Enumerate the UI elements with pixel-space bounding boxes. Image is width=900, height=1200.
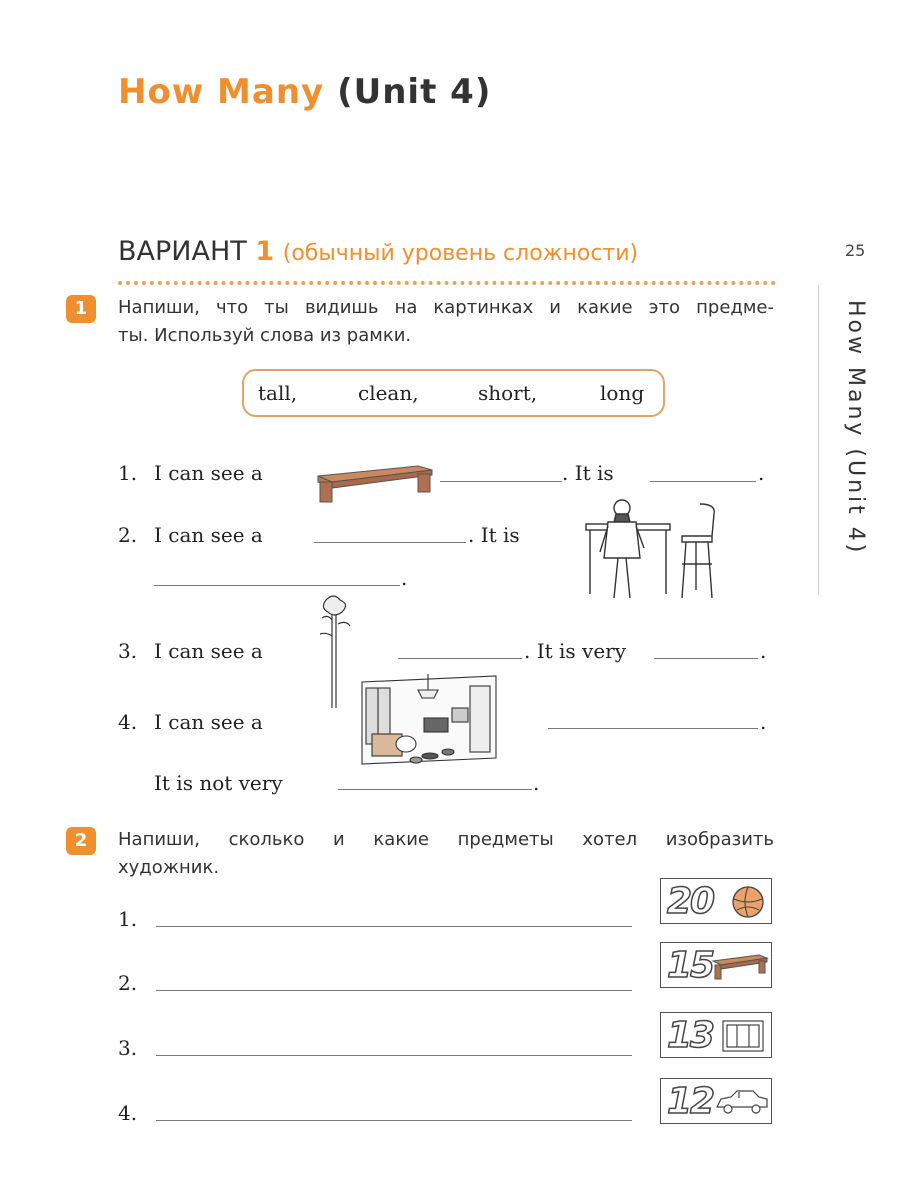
variant-note: (обычный уровень сложности)	[282, 241, 639, 266]
word-box: tall, clean, short, long	[242, 369, 665, 417]
item1-mid: . It is	[562, 461, 614, 485]
bench-icon	[711, 954, 769, 980]
item4-start: I can see a	[154, 710, 263, 734]
page-number: 25	[845, 241, 866, 260]
item2-end: .	[401, 566, 408, 590]
item3-mid: . It is very	[524, 639, 627, 663]
task2-row1-picture: 20	[660, 878, 772, 924]
item2-mid: . It is	[468, 523, 520, 547]
task2-badge: 2	[66, 827, 96, 855]
item3-number: 3.	[118, 639, 138, 663]
task2-row1-blank[interactable]	[156, 926, 632, 927]
title-unit: (Unit 4)	[337, 72, 492, 112]
page-title: How Many (Unit 4)	[118, 72, 491, 112]
task2-row2-number: 2.	[118, 971, 138, 995]
dotted-divider	[118, 281, 776, 285]
item2-blank-2[interactable]	[154, 585, 400, 586]
item1-start: I can see a	[154, 461, 263, 485]
car-icon	[716, 1090, 768, 1114]
task2-row2-count: 15	[666, 944, 716, 987]
word-long: long	[600, 381, 645, 405]
task2-instruction-line1: Напиши, сколько и какие предметы хотел и…	[118, 829, 774, 850]
word-short: short,	[478, 381, 538, 405]
task2-row2-blank[interactable]	[156, 990, 632, 991]
task2-row3-number: 3.	[118, 1036, 138, 1060]
variant-number: 1	[255, 236, 275, 267]
task2-row4-count: 12	[666, 1080, 716, 1123]
tall-tree-icon	[319, 595, 351, 708]
task2-row3-blank[interactable]	[156, 1055, 632, 1056]
item4-number: 4.	[118, 710, 138, 734]
window-icon	[722, 1020, 764, 1052]
item3-blank-2[interactable]	[654, 658, 758, 659]
task2-row3-picture: 13	[660, 1012, 772, 1058]
variant-heading: ВАРИАНТ 1 (обычный уровень сложности)	[118, 236, 638, 267]
item2-blank-1[interactable]	[314, 542, 466, 543]
item3-end: .	[760, 639, 767, 663]
side-title-text: How Many (Unit 4)	[843, 300, 868, 556]
item1-blank-1[interactable]	[440, 481, 562, 482]
item4-blank-2[interactable]	[338, 789, 532, 790]
word-clean: clean,	[358, 381, 419, 405]
item4-end2: .	[533, 771, 540, 795]
task2-row3-count: 13	[666, 1014, 716, 1057]
item4-end: .	[760, 710, 767, 734]
side-divider	[818, 285, 819, 595]
task1-badge: 1	[66, 295, 96, 323]
task2-row1-count: 20	[666, 880, 716, 923]
item1-end: .	[758, 461, 765, 485]
item4-line2: It is not very	[154, 771, 283, 795]
variant-label: ВАРИАНТ	[118, 236, 247, 267]
task2-row1-number: 1.	[118, 907, 138, 931]
title-how-many: How Many	[118, 72, 325, 112]
man-table-chair-icon	[585, 499, 715, 599]
item4-blank-1[interactable]	[548, 728, 758, 729]
item2-start: I can see a	[154, 523, 263, 547]
task2-row4-number: 4.	[118, 1101, 138, 1125]
task2-row4-picture: 12	[660, 1078, 772, 1124]
task2-instruction-line2: художник.	[118, 857, 220, 878]
task1-instruction-line1: Напиши, что ты видишь на картинках и как…	[118, 297, 774, 318]
item1-number: 1.	[118, 461, 138, 485]
messy-room-icon	[361, 674, 497, 765]
bench-icon	[317, 465, 433, 503]
task2-row2-picture: 15	[660, 942, 772, 988]
task2-row4-blank[interactable]	[156, 1120, 632, 1121]
side-title: How Many (Unit 4)	[820, 300, 890, 590]
item3-start: I can see a	[154, 639, 263, 663]
item3-blank-1[interactable]	[398, 658, 522, 659]
task1-instruction-line2: ты. Используй слова из рамки.	[118, 325, 412, 346]
word-tall: tall,	[258, 381, 298, 405]
ball-icon	[732, 886, 764, 918]
item1-blank-2[interactable]	[650, 481, 756, 482]
item2-number: 2.	[118, 523, 138, 547]
